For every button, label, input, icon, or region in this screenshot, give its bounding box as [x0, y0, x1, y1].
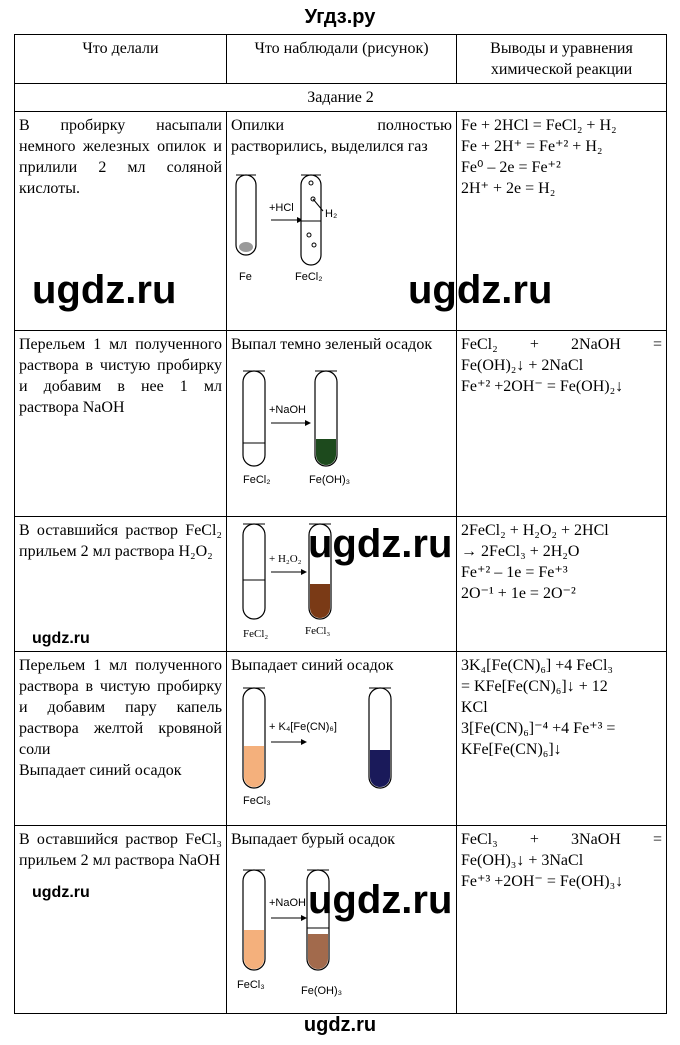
test-tube-figure: + K₄[Fe(CN)₆] FeCl₃ — [242, 687, 392, 807]
observed-cell: Выпадает синий осадок + K₄[Fe(CN)₆] FeCl… — [226, 651, 457, 826]
site-title: Угдз.ру — [304, 6, 376, 28]
left-tube-label: FeCl₂ — [243, 628, 268, 640]
equations-cell: 2FeCl₂ + H₂O₂ + 2HCl → 2FeCl₃ + 2H₂O Fe⁺… — [456, 516, 667, 652]
equations-cell: 3K₄[Fe(CN)₆] +4 FeCl₃ = KFe[Fe(CN)₆]↓ + … — [456, 651, 667, 826]
blue-precipitate — [370, 750, 390, 787]
did-cell: В оставшийся раствор FeCl₃ прильем 2 мл … — [14, 825, 227, 1014]
reagent-label: +NaOH — [269, 404, 306, 416]
table-row: В оставшийся раствор FeCl₃ прильем 2 мл … — [14, 825, 667, 1014]
equation-line: Fe(OH)₃↓ + 3NaCl — [461, 852, 584, 869]
orange-solution — [244, 746, 264, 787]
observation-text: Выпадает синий осадок — [231, 657, 394, 674]
task-label: Задание 2 — [14, 83, 667, 112]
test-tube-left — [235, 174, 257, 256]
observation-text: Выпал темно зеленый осадок — [231, 336, 433, 353]
left-tube-label: FeCl₃ — [243, 795, 271, 807]
did-extra-text: Выпадает синий осадок — [19, 762, 182, 779]
equation-line: KCl — [461, 699, 488, 716]
lab-results-table: Что делали Что наблюдали (рисунок) Вывод… — [14, 34, 667, 1014]
watermark: ugdz.ru — [32, 630, 90, 647]
test-tube-figure: + H₂O₂ FeCl₂ FeCl₃ — [242, 523, 332, 640]
right-tube-label: Fe(OH)₃ — [301, 985, 342, 997]
equation-line: KFe[Fe(CN)₆]↓ — [461, 741, 562, 758]
green-precipitate — [316, 439, 336, 465]
watermark: ugdz.ru — [32, 884, 90, 901]
table-row: В пробирку насыпали немного железных опи… — [14, 111, 667, 331]
reagent-label: + H₂O₂ — [269, 553, 302, 565]
site-footer: ugdz.ru — [303, 1014, 377, 1036]
gas-label: H₂ — [325, 208, 337, 220]
test-tube-left — [242, 869, 266, 971]
brown-precipitate — [308, 934, 328, 969]
right-tube-label: Fe(OH)₃ — [309, 474, 350, 486]
test-tube-left — [242, 523, 266, 620]
equation-line: Fe⁰ – 2e = Fe⁺² — [461, 159, 561, 176]
header-observed: Что наблюдали (рисунок) — [226, 34, 457, 84]
header-row: Что делали Что наблюдали (рисунок) Вывод… — [14, 34, 667, 84]
equation-line: Fe + 2HCl = FeCl₂ + H₂ — [461, 117, 617, 134]
test-tube-right — [300, 174, 324, 266]
right-tube-label: FeCl₂ — [295, 271, 323, 283]
table-row: Перельем 1 мл полученного раствора в чис… — [14, 651, 667, 826]
equation-line: FeCl₃ + 3NaOH = — [461, 831, 662, 848]
watermark: ugdz.ru — [32, 268, 177, 312]
observed-cell: Опилки полностью растворились, выделился… — [226, 111, 457, 331]
header-did: Что делали — [14, 34, 227, 84]
test-tube-right — [308, 523, 332, 620]
watermark: ugdz.ru — [308, 878, 453, 922]
observed-cell: Выпал темно зеленый осадок +NaOH FeCl₂ F… — [226, 330, 457, 517]
equation-line: Fe⁺³ +2OH⁻ = Fe(OH)₃↓ — [461, 873, 624, 890]
test-tube-figure: +NaOH FeCl₃ Fe(OH)₃ — [237, 869, 342, 997]
test-tube-figure: +HCl H₂ Fe FeCl₂ — [235, 174, 337, 283]
test-tube-right — [314, 370, 338, 467]
reagent-label: +NaOH — [269, 897, 306, 909]
test-tube-figure: +NaOH FeCl₂ Fe(OH)₃ — [242, 370, 350, 486]
iron-filings — [239, 242, 253, 252]
left-tube-label: FeCl₃ — [237, 979, 265, 991]
test-tube-left — [242, 370, 266, 467]
reagent-label: + K₄[Fe(CN)₆] — [269, 721, 337, 733]
test-tube-right — [306, 869, 330, 971]
reagent-label: +HCl — [269, 202, 294, 214]
left-tube-label: FeCl₂ — [243, 474, 271, 486]
observation-text: Опилки полностью растворились, выделился… — [231, 117, 452, 155]
equation-line: 3[Fe(CN)₆]⁻⁴ +4 Fe⁺³ = — [461, 720, 616, 737]
observed-cell: Выпадает бурый осадок +NaOH FeCl₃ Fe(O — [226, 825, 457, 1014]
equation-line: Fe(OH)₂↓ + 2NaCl — [461, 357, 584, 374]
right-tube-label: FeCl₃ — [305, 625, 330, 637]
test-tube-right — [368, 687, 392, 789]
test-tube-left — [242, 687, 266, 789]
did-cell: Перельем 1 мл полученного раствора в чис… — [14, 651, 227, 826]
equation-line: = KFe[Fe(CN)₆]↓ + 12 — [461, 678, 608, 695]
table-row: В оставшийся раствор FeCl₂ прильем 2 мл … — [14, 516, 667, 652]
equation-line: Fe⁺² – 1e = Fe⁺³ — [461, 564, 568, 581]
equation-line: Fe⁺² +2OH⁻ = Fe(OH)₂↓ — [461, 378, 624, 395]
equation-line: → 2FeCl₃ + 2H₂O — [461, 543, 580, 560]
did-cell: Перельем 1 мл полученного раствора в чис… — [14, 330, 227, 517]
equation-line: 3K₄[Fe(CN)₆] +4 FeCl₃ — [461, 657, 613, 674]
observed-cell: + H₂O₂ FeCl₂ FeCl₃ — [226, 516, 457, 652]
did-cell: В пробирку насыпали немного железных опи… — [14, 111, 227, 331]
table-row: Перельем 1 мл полученного раствора в чис… — [14, 330, 667, 517]
watermark: ugdz.ru — [308, 522, 453, 566]
equations-cell: FeCl₃ + 3NaOH = Fe(OH)₃↓ + 3NaCl Fe⁺³ +2… — [456, 825, 667, 1014]
left-tube-label: Fe — [239, 271, 252, 283]
equation-line: 2FeCl₂ + H₂O₂ + 2HCl — [461, 522, 609, 539]
equations-cell: FeCl₂ + 2NaOH = Fe(OH)₂↓ + 2NaCl Fe⁺² +2… — [456, 330, 667, 517]
observation-text: Выпадает бурый осадок — [231, 831, 395, 848]
did-cell: В оставшийся раствор FeCl₂ прильем 2 мл … — [14, 516, 227, 652]
watermark: ugdz.ru — [408, 268, 553, 312]
header-conclusions: Выводы и уравнения химической реакции — [456, 34, 667, 84]
brown-solution — [310, 584, 330, 618]
equation-line: 2O⁻¹ + 1e = 2O⁻² — [461, 585, 576, 602]
equations-cell: Fe + 2HCl = FeCl₂ + H₂ Fe + 2H⁺ = Fe⁺² +… — [456, 111, 667, 331]
equation-line: 2H⁺ + 2e = H₂ — [461, 180, 556, 197]
orange-solution — [244, 930, 264, 969]
did-text: Перельем 1 мл полученного раствора в чис… — [19, 657, 222, 758]
equation-line: Fe + 2H⁺ = Fe⁺² + H₂ — [461, 138, 603, 155]
task-row: Задание 2 — [14, 83, 667, 112]
equation-line: FeCl₂ + 2NaOH = — [461, 336, 662, 353]
